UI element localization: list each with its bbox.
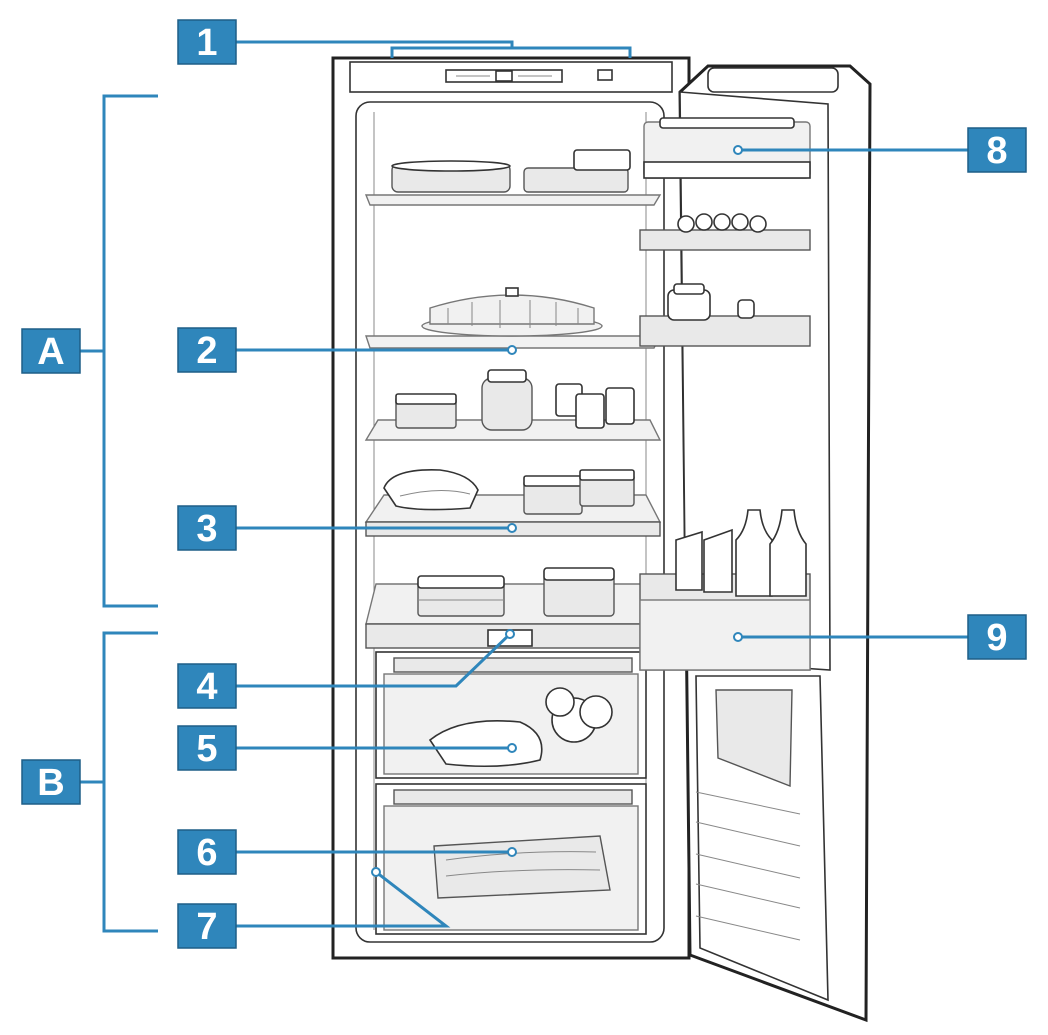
callout-1-label: 1 [196,22,217,64]
callout-zone-b-label: B [37,762,64,804]
callout-zone-a: A [21,328,81,374]
callout-3: 3 [177,505,237,551]
callout-6: 6 [177,829,237,875]
callout-8: 8 [967,127,1027,173]
callout-9: 9 [967,614,1027,660]
callout-zone-a-label: A [37,331,64,373]
food-items-chiller-shelf [417,567,615,617]
vegetable-drawer [375,651,647,779]
door-racks [639,117,811,671]
food-items-lower-shelf [383,469,635,515]
callout-8-label: 8 [986,130,1007,172]
zone-a-bracket [80,94,158,608]
callout-9-label: 9 [986,617,1007,659]
callout-7: 7 [177,903,237,949]
freshness-drawer [375,783,647,935]
control-panel [445,69,613,83]
callout-1: 1 [177,19,237,65]
callout-4-label: 4 [196,666,217,708]
callout-2-label: 2 [196,330,217,372]
cake-dome [421,287,603,337]
callout-6-label: 6 [196,832,217,874]
food-items-middle-shelf [395,369,635,431]
food-items-top-shelf [391,149,631,193]
leader-lines [236,40,968,928]
callout-5: 5 [177,725,237,771]
callout-2: 2 [177,327,237,373]
callout-4: 4 [177,663,237,709]
callout-zone-b: B [21,759,81,805]
callout-5-label: 5 [196,728,217,770]
callout-3-label: 3 [196,508,217,550]
zone-b-bracket [80,631,158,933]
callout-7-label: 7 [196,906,217,948]
